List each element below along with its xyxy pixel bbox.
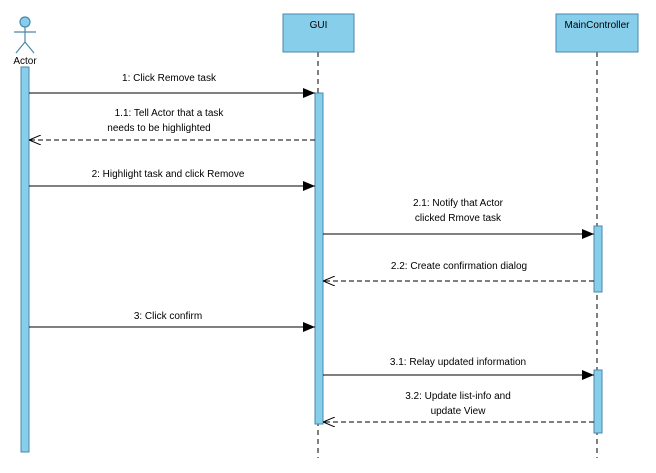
message-2-1-label-line1: 2.1: Notify that Actor (413, 198, 504, 209)
message-1-1-label-line1: 1.1: Tell Actor that a task (115, 108, 225, 119)
message-1: 1: Click Remove task (29, 73, 315, 98)
actor-label: Actor (13, 56, 37, 67)
message-1-1: 1.1: Tell Actor that a task needs to be … (29, 108, 315, 140)
gui-participant: GUI (282, 13, 355, 53)
message-2-2-label: 2.2: Create confirmation dialog (391, 261, 527, 272)
message-3-label: 3: Click confirm (134, 311, 202, 322)
gui-label: GUI (310, 20, 328, 31)
message-3-2-label-line2: update View (431, 406, 487, 417)
message-3: 3: Click confirm (29, 311, 315, 332)
message-1-1-label-line2: needs to be highlighted (107, 123, 210, 134)
main-controller-participant: MainController (555, 13, 639, 53)
message-2-label: 2: Highlight task and click Remove (92, 169, 245, 180)
actor-activation-bar (20, 66, 30, 453)
message-1-label: 1: Click Remove task (122, 73, 217, 84)
message-3-1-label: 3.1: Relay updated information (390, 357, 526, 368)
main-controller-label: MainController (564, 20, 630, 31)
message-3-1: 3.1: Relay updated information (323, 357, 594, 380)
message-2-1-label-line2: clicked Rmove task (415, 213, 502, 224)
message-3-2: 3.2: Update list-info and update View (323, 391, 594, 422)
message-2: 2: Highlight task and click Remove (29, 169, 315, 191)
actor-icon (14, 16, 36, 54)
gui-activation-bar (314, 92, 324, 425)
message-2-2: 2.2: Create confirmation dialog (323, 261, 594, 281)
message-3-2-label-line1: 3.2: Update list-info and (405, 391, 511, 402)
message-2-1: 2.1: Notify that Actor clicked Rmove tas… (323, 198, 594, 239)
main-controller-activation-bar-2 (593, 369, 603, 434)
main-controller-activation-bar-1 (593, 225, 603, 293)
